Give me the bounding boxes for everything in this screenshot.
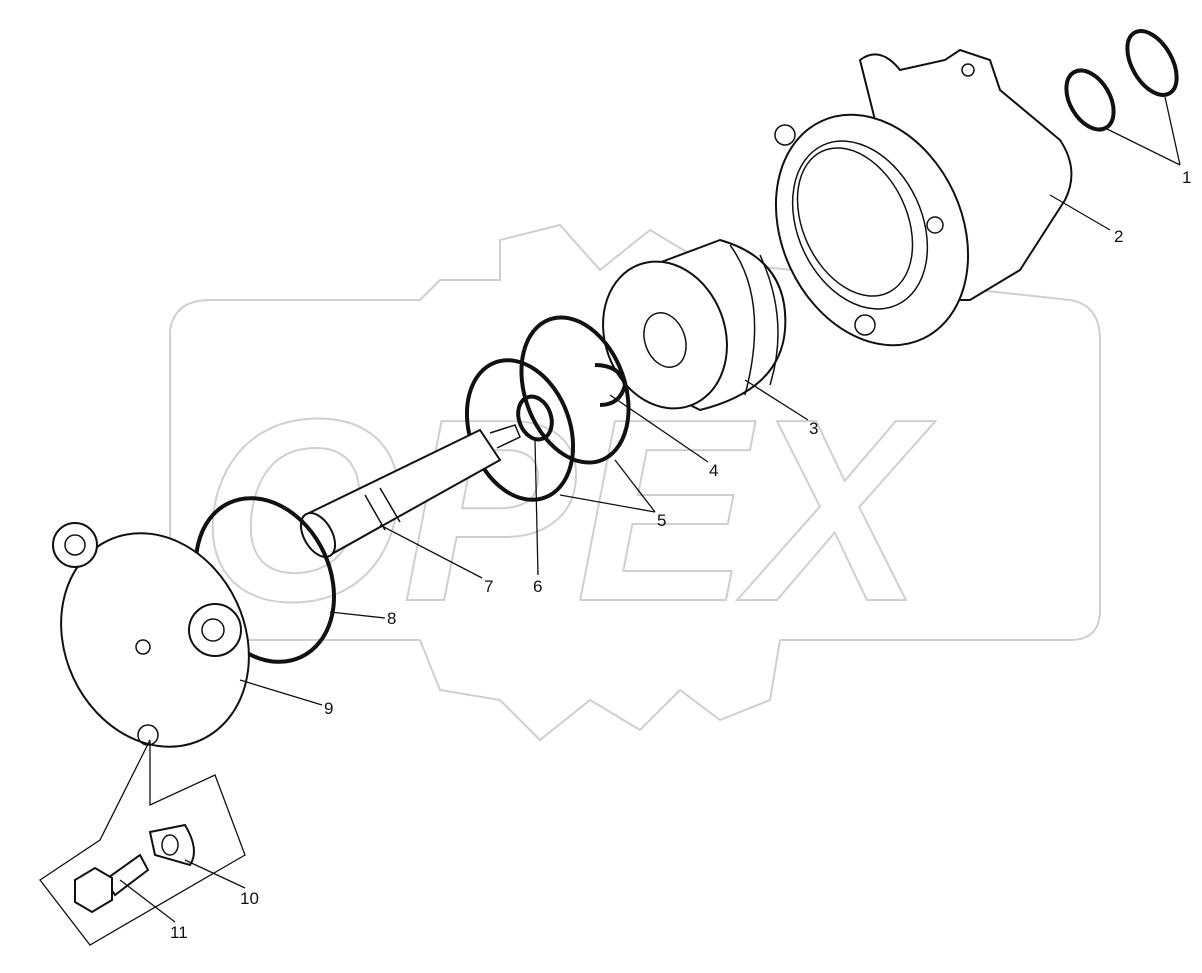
part-3-piston <box>602 238 787 412</box>
part-10-lock-washer <box>148 823 195 867</box>
callout-5: 5 <box>657 511 667 530</box>
part-11-bolt <box>74 853 150 914</box>
callout-2: 2 <box>1114 227 1124 246</box>
callout-8: 8 <box>387 609 397 628</box>
callout-6: 6 <box>533 577 543 596</box>
callout-1: 1 <box>1182 168 1192 187</box>
callout-9: 9 <box>324 699 334 718</box>
part-6-small-ring <box>516 394 554 442</box>
callout-7: 7 <box>484 577 494 596</box>
leader-lines <box>119 96 1181 923</box>
part-7-rod <box>299 424 521 558</box>
callout-10: 10 <box>240 889 259 908</box>
part-2-housing <box>774 48 1073 347</box>
callout-11: 11 <box>170 923 188 942</box>
svg-text:OPEX: OPEX <box>200 366 936 656</box>
part-1-rings <box>1064 29 1179 132</box>
part-9-cover <box>52 522 250 748</box>
callout-4: 4 <box>709 461 719 480</box>
callout-3: 3 <box>809 419 819 438</box>
detail-callout-box <box>39 739 246 946</box>
